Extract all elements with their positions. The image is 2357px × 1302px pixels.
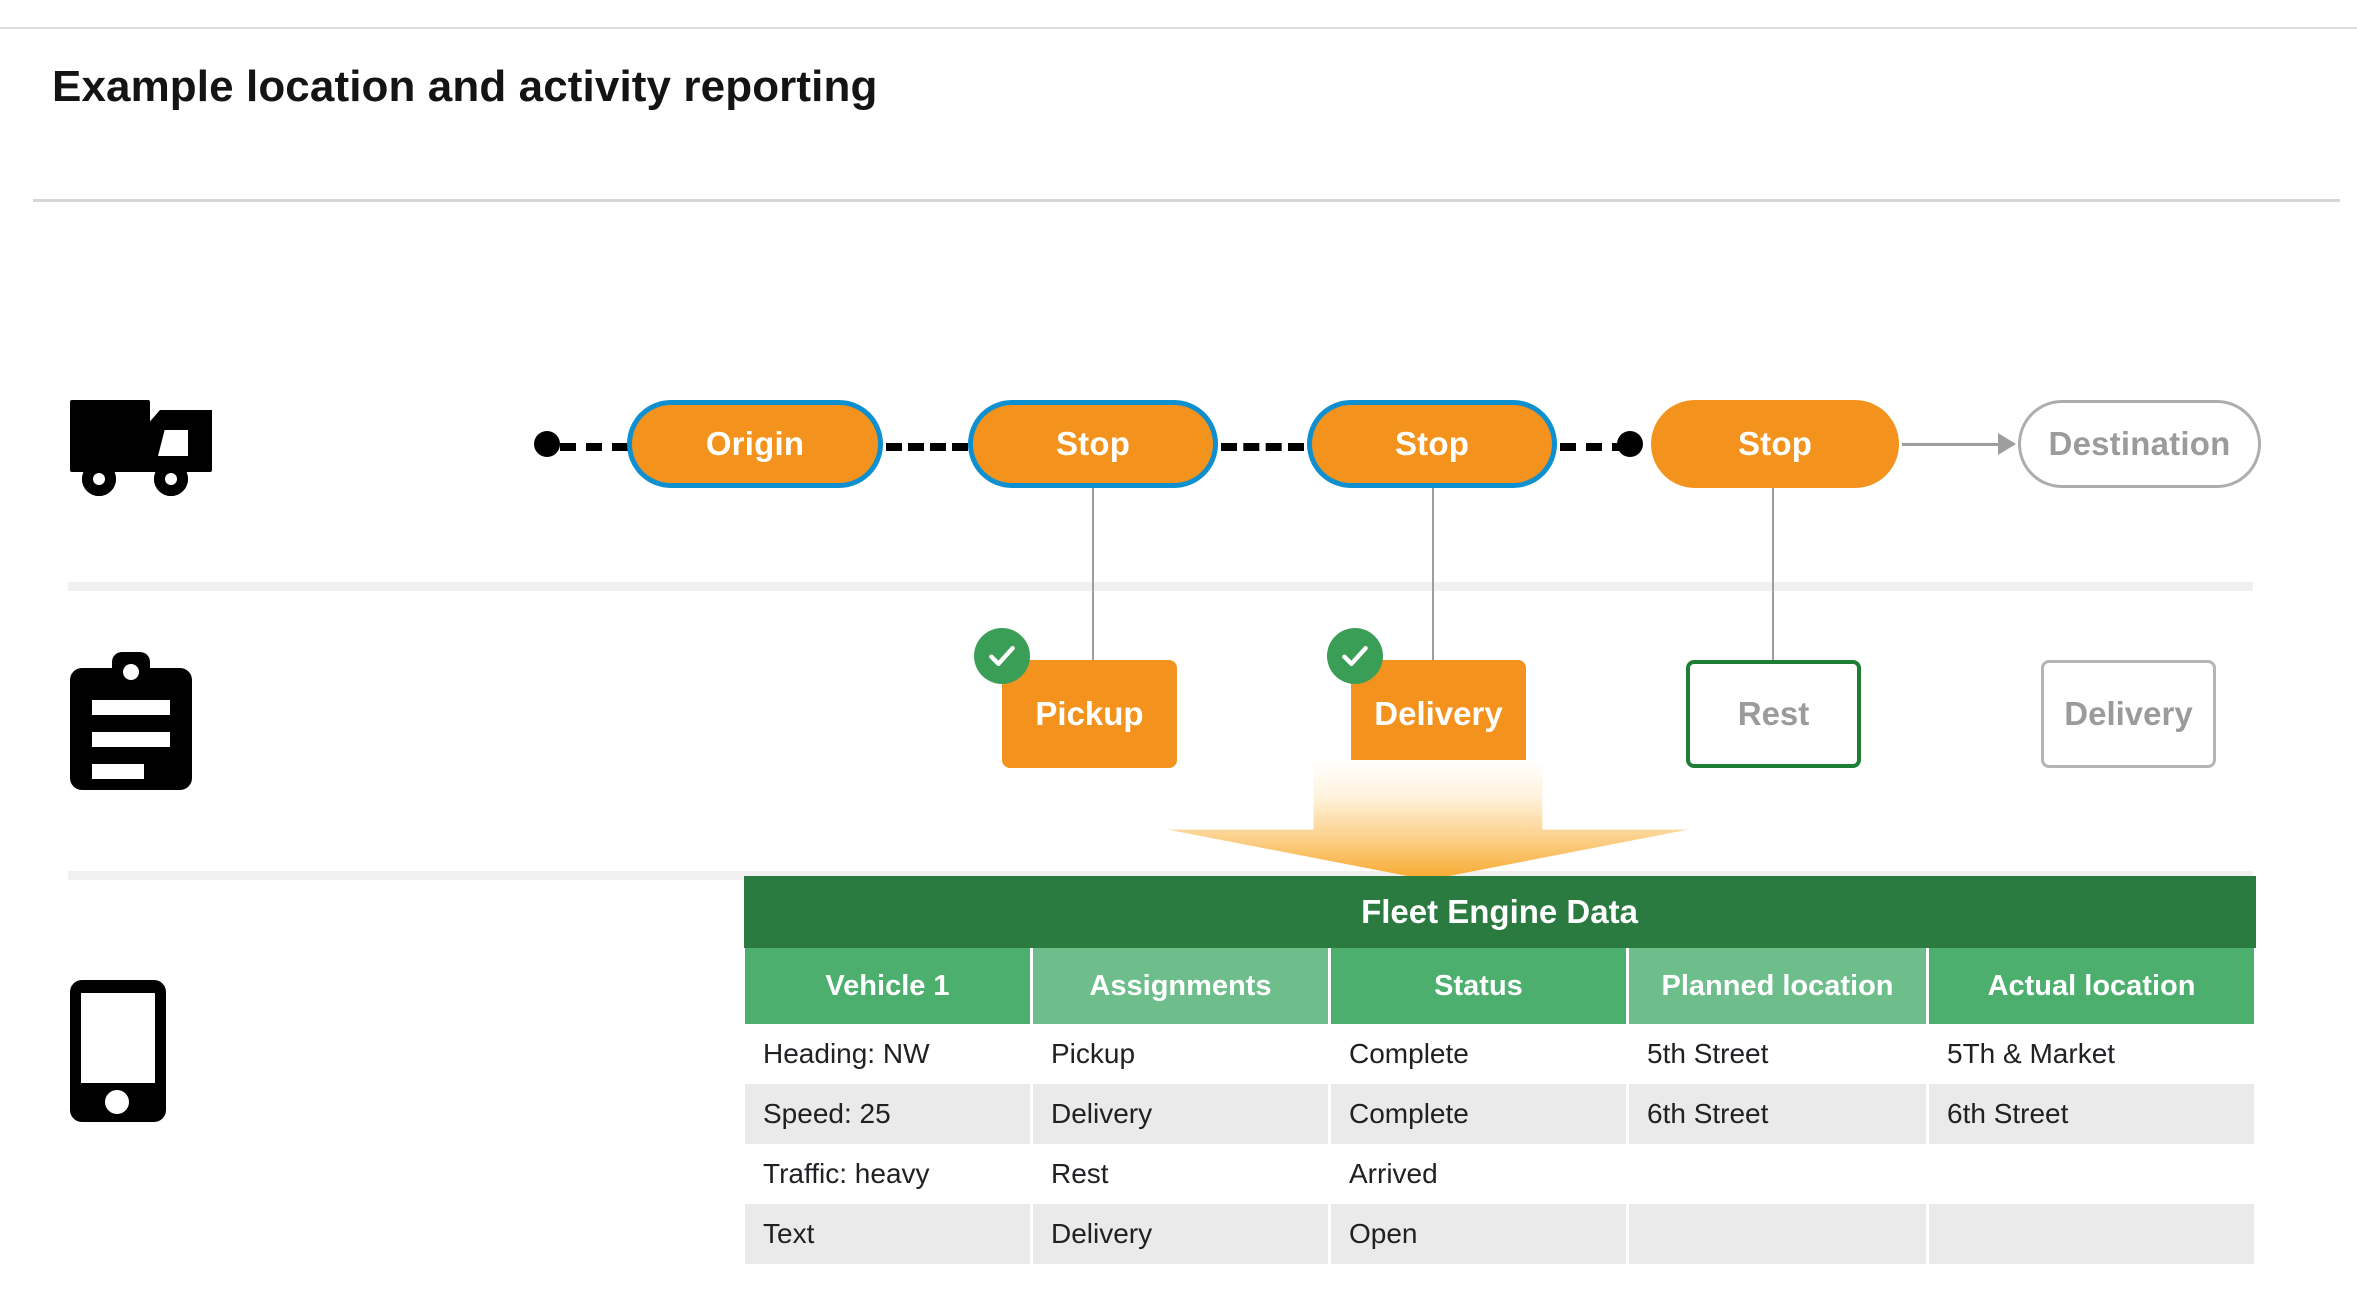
phone-icon [70, 980, 166, 1122]
table-row: Heading: NW Pickup Complete 5th Street 5… [742, 1024, 2258, 1084]
clipboard-hole [123, 664, 139, 680]
connector-stop2 [1432, 488, 1434, 663]
table-row: Text Delivery Open [742, 1204, 2258, 1264]
clipboard-icon [70, 652, 200, 792]
table-row: Speed: 25 Delivery Complete 6th Street 6… [742, 1084, 2258, 1144]
activity-card-label: Delivery [2064, 695, 2193, 732]
table-column-header-actual-location[interactable]: Actual location [1925, 948, 2258, 1024]
table-cell: Heading: NW [742, 1024, 1033, 1084]
route-stop-origin[interactable]: Origin [627, 400, 883, 488]
phone-home-button [105, 1090, 129, 1114]
truck-wheel-front [154, 462, 188, 496]
route-dash-segment [560, 443, 628, 451]
connector-stop3 [1772, 488, 1774, 663]
down-arrow-icon [1168, 760, 1688, 880]
route-stop-2[interactable]: Stop [1307, 400, 1557, 488]
truck-body [70, 400, 150, 472]
table-cell: Delivery [1030, 1204, 1331, 1264]
route-stop-1[interactable]: Stop [968, 400, 1218, 488]
connector-stop1 [1092, 488, 1094, 663]
route-stop-label: Stop [1737, 425, 1813, 462]
table-cell: Complete [1328, 1084, 1629, 1144]
route-dash-segment [886, 443, 968, 451]
activity-card-delivery-1[interactable]: Delivery [1351, 660, 1526, 768]
page-title: Example location and activity reporting [52, 62, 878, 111]
route-destination[interactable]: Destination [2018, 400, 2261, 488]
table-cell: Pickup [1030, 1024, 1331, 1084]
clipboard-line [92, 700, 170, 715]
table-cell: 5th Street [1626, 1024, 1929, 1084]
table-cell: Arrived [1328, 1144, 1629, 1204]
truck-icon [70, 400, 230, 496]
table-column-header-vehicle[interactable]: Vehicle 1 [742, 948, 1033, 1024]
table-cell: 6th Street [1925, 1084, 2258, 1144]
table-cell: 5Th & Market [1925, 1024, 2258, 1084]
table-cell: Rest [1030, 1144, 1331, 1204]
table-cell: Traffic: heavy [742, 1144, 1033, 1204]
route-stop-3[interactable]: Stop [1651, 400, 1899, 488]
clipboard-line [92, 732, 170, 747]
clipboard-line [92, 764, 144, 779]
route-dash-segment [1560, 443, 1628, 451]
table-cell: Delivery [1030, 1084, 1331, 1144]
table-title-row: Fleet Engine Data [743, 876, 2256, 948]
table-column-header-planned-location[interactable]: Planned location [1626, 948, 1929, 1024]
check-circle-icon [974, 628, 1030, 684]
activity-card-label: Delivery [1374, 695, 1503, 732]
check-circle-icon [1327, 628, 1383, 684]
activity-card-rest[interactable]: Rest [1686, 660, 1861, 768]
activity-card-pickup[interactable]: Pickup [1002, 660, 1177, 768]
fleet-engine-table: Fleet Engine Data Vehicle 1 Assignments … [742, 876, 2258, 1264]
table-header-row: Vehicle 1 Assignments Status Planned loc… [742, 948, 2258, 1024]
route-stop-label: Stop [1394, 425, 1470, 462]
phone-screen [81, 993, 155, 1083]
table-cell: Open [1328, 1204, 1629, 1264]
table-column-header-status[interactable]: Status [1328, 948, 1629, 1024]
activity-card-delivery-2[interactable]: Delivery [2041, 660, 2216, 768]
table-row: Traffic: heavy Rest Arrived [742, 1144, 2258, 1204]
table-cell: Complete [1328, 1024, 1629, 1084]
row-separator-2 [68, 871, 2253, 880]
route-dash-segment [1221, 443, 1304, 451]
route-stop-label: Origin [705, 425, 805, 462]
table-column-header-assignments[interactable]: Assignments [1030, 948, 1331, 1024]
table-cell: 6th Street [1626, 1084, 1929, 1144]
route-destination-label: Destination [2048, 425, 2231, 462]
route-mid-dot [1617, 431, 1643, 457]
truck-wheel-rear [82, 462, 116, 496]
row-separator-1 [68, 582, 2253, 591]
table-cell: Speed: 25 [742, 1084, 1033, 1144]
route-stop-label: Stop [1055, 425, 1131, 462]
table-cell [1626, 1204, 1929, 1264]
table-cell [1925, 1204, 2258, 1264]
table-cell [1925, 1144, 2258, 1204]
table-title: Fleet Engine Data [743, 876, 2256, 948]
header-rule-bottom [33, 199, 2340, 202]
table-cell [1626, 1144, 1929, 1204]
activity-card-label: Rest [1737, 695, 1810, 732]
activity-card-label: Pickup [1035, 695, 1144, 732]
route-start-dot [534, 431, 560, 457]
table-cell: Text [742, 1204, 1033, 1264]
route-arrow-line [1902, 443, 2000, 446]
header-rule-top [0, 27, 2357, 29]
route-arrow-head [1998, 433, 2016, 455]
